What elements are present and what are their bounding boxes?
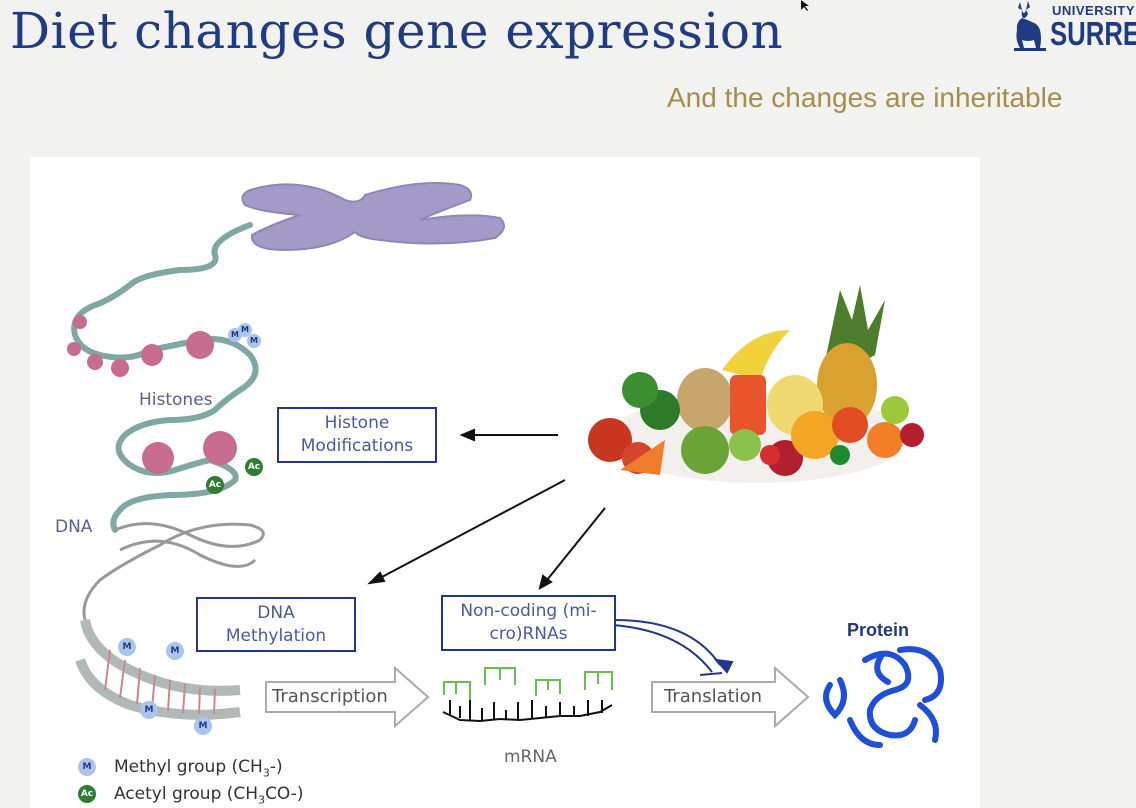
translation-label: Translation — [664, 686, 763, 707]
histone-mod-line2: Modifications — [300, 436, 414, 456]
diet-arrows — [367, 428, 606, 590]
histones-label: Histones — [139, 390, 213, 410]
histone-mod-line1: Histone — [324, 413, 390, 433]
dna-label: DNA — [55, 517, 93, 537]
histone-icon — [67, 315, 237, 474]
stag-logo-icon — [1014, 1, 1046, 51]
protein-structure-icon — [823, 646, 944, 748]
chromosome-icon — [241, 181, 505, 252]
methyl-legend-sub: 3 — [262, 766, 270, 780]
noncoding-line2: cro)RNAs — [489, 624, 568, 644]
inhibition-arrow — [611, 619, 734, 676]
dna-helix-icon — [82, 522, 265, 621]
legend-acetyl: Ac Acetyl group (CH3CO-) — [78, 784, 304, 806]
acetyl-legend-sub: 3 — [258, 793, 266, 807]
logo-university-text: UNIVERSITY — [1052, 3, 1136, 18]
acetyl-mark: Ac — [245, 458, 263, 476]
acetyl-legend-text: Acetyl group (CH — [114, 784, 259, 804]
methyl-mark: M — [140, 701, 158, 719]
logo-surrey-text: SURRE — [1050, 15, 1136, 52]
dna-ladder-icon — [75, 618, 241, 720]
methyl-mark: M — [238, 323, 252, 337]
university-logo: UNIVERSITY SURRE — [1010, 0, 1136, 56]
fruit-vegetables-image — [588, 285, 924, 483]
methyl-mark: M — [194, 717, 212, 735]
methyl-legend-suffix: -) — [269, 757, 283, 777]
histone-modifications-box: Histone Modifications — [277, 407, 437, 463]
transcription-arrow — [265, 665, 430, 729]
protein-label: Protein — [847, 620, 910, 640]
acetyl-legend-suffix: CO-) — [265, 784, 304, 804]
diagram-panel — [30, 157, 980, 808]
legend-methyl: M Methyl group (CH3-) — [78, 757, 283, 779]
mrna-label: mRNA — [504, 747, 557, 767]
acetyl-legend-icon: Ac — [78, 785, 96, 803]
noncoding-rna-box: Non-coding (mi- cro)RNAs — [441, 595, 616, 651]
acetyl-mark: Ac — [206, 476, 224, 494]
methyl-mark: M — [166, 642, 184, 660]
transcription-label: Transcription — [272, 686, 388, 707]
translation-arrow — [651, 665, 810, 729]
methyl-legend-text: Methyl group (CH — [114, 757, 263, 777]
dna-methylation-box: DNA Methylation — [196, 597, 356, 652]
noncoding-line1: Non-coding (mi- — [460, 601, 597, 621]
methyl-legend-icon: M — [78, 758, 96, 776]
slide-subtitle: And the changes are inheritable — [667, 82, 1063, 113]
methyl-mark: M — [118, 638, 136, 656]
slide-title: Diet changes gene expression — [10, 2, 784, 60]
methyl-mark: M — [247, 334, 261, 348]
cursor-arrow-icon — [801, 0, 809, 11]
dna-meth-line1: DNA — [257, 603, 295, 623]
dna-meth-line2: Methylation — [225, 626, 327, 646]
mrna-icon — [442, 667, 613, 723]
